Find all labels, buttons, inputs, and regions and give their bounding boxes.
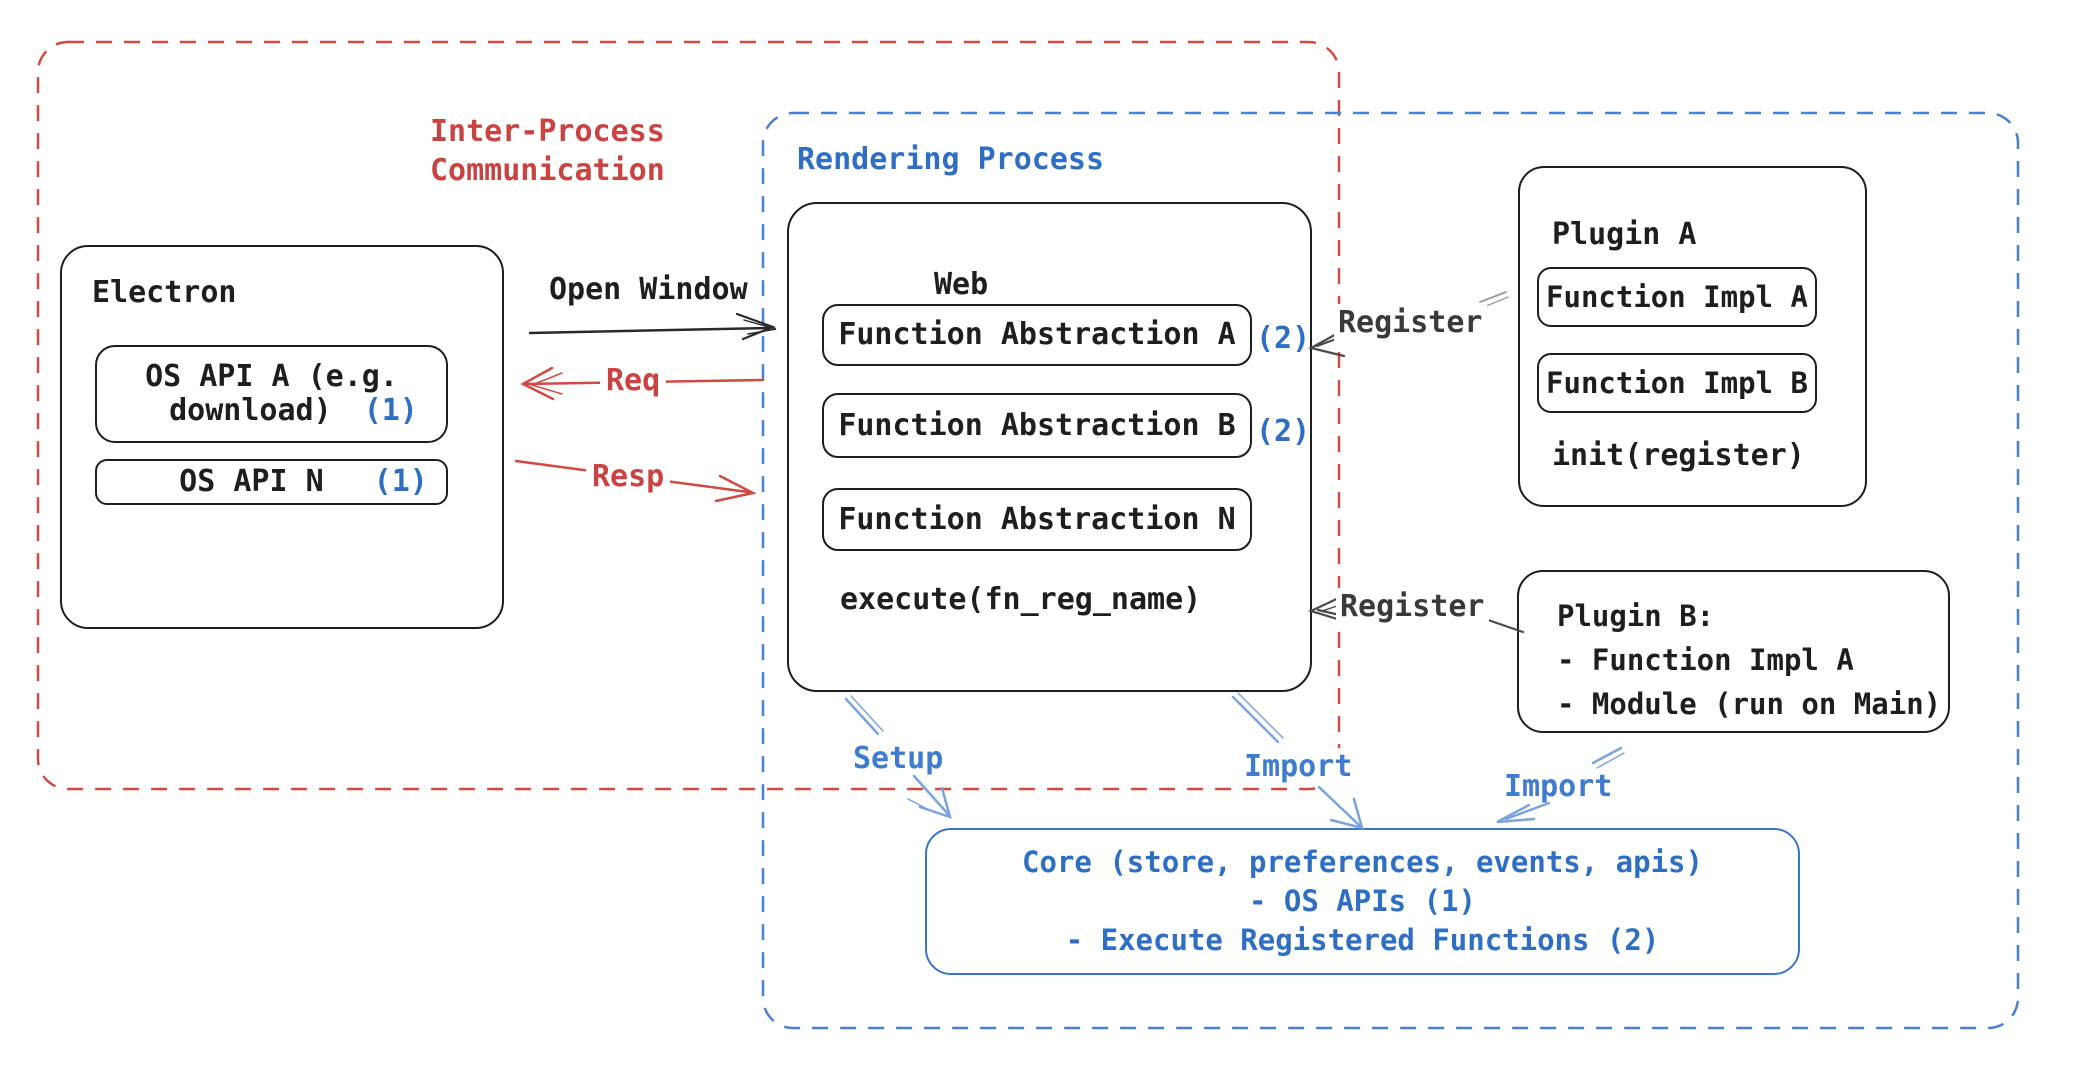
core-line-os-apis: - OS APIs (1) <box>1249 884 1476 918</box>
function-abstraction-b-badge: (2) <box>1256 414 1311 449</box>
function-abstraction-b-node: Function Abstraction B <box>822 393 1252 458</box>
open-window-arrow <box>528 312 777 341</box>
register-plugin-a-label: Register <box>1334 304 1487 342</box>
function-abstraction-a-node: Function Abstraction A <box>822 304 1252 366</box>
import-plugin-b-label: Import <box>1504 769 1613 804</box>
electron-title: Electron <box>92 275 237 310</box>
os-api-a-badge: (1) <box>363 393 418 428</box>
plugin-a-init-method: init(register) <box>1552 438 1805 473</box>
os-api-a-line1: OS API A (e.g. <box>145 359 398 394</box>
function-impl-b-node: Function Impl B <box>1537 353 1817 413</box>
function-abstraction-n-label: Function Abstraction N <box>838 501 1236 537</box>
web-title: Web <box>934 267 989 302</box>
core-line-execute: - Execute Registered Functions (2) <box>1065 923 1660 957</box>
function-impl-b-label: Function Impl B <box>1546 366 1808 400</box>
req-label: Req <box>600 362 667 400</box>
core-box: Core (store, preferences, events, apis) … <box>925 828 1800 975</box>
ipc-label-line1: Inter-Process <box>430 114 665 149</box>
os-api-n-label: OS API N <box>179 464 324 499</box>
os-api-a-line2: download) <box>169 393 332 428</box>
os-api-n-node: OS API N (1) <box>95 459 448 505</box>
function-abstraction-b-label: Function Abstraction B <box>838 407 1236 443</box>
plugin-a-box <box>1518 166 1867 507</box>
os-api-a-node: OS API A (e.g. download) (1) <box>95 345 448 443</box>
os-api-n-badge: (1) <box>373 464 428 499</box>
resp-label: Resp <box>586 458 671 496</box>
rendering-process-label: Rendering Process <box>797 142 1105 177</box>
register-plugin-b-label: Register <box>1336 588 1489 626</box>
plugin-b-item-module: - Module (run on Main) <box>1557 687 1942 721</box>
web-execute-method: execute(fn_reg_name) <box>840 582 1202 617</box>
plugin-a-title: Plugin A <box>1552 217 1697 252</box>
plugin-b-item-impl-a: - Function Impl A <box>1557 643 1854 677</box>
open-window-label: Open Window <box>549 272 748 307</box>
function-abstraction-a-badge: (2) <box>1256 321 1311 356</box>
function-impl-a-label: Function Impl A <box>1546 280 1808 314</box>
function-abstraction-a-label: Function Abstraction A <box>838 317 1236 352</box>
setup-label: Setup <box>853 741 944 776</box>
core-line-title: Core (store, preferences, events, apis) <box>1022 845 1703 879</box>
function-abstraction-n-node: Function Abstraction N <box>822 488 1252 551</box>
import-core-label: Import <box>1240 748 1357 786</box>
ipc-label-line2: Communication <box>430 153 665 188</box>
function-impl-a-node: Function Impl A <box>1537 267 1817 327</box>
plugin-b-box: Plugin B: - Function Impl A - Module (ru… <box>1517 570 1950 733</box>
plugin-b-title: Plugin B: <box>1557 599 1715 633</box>
